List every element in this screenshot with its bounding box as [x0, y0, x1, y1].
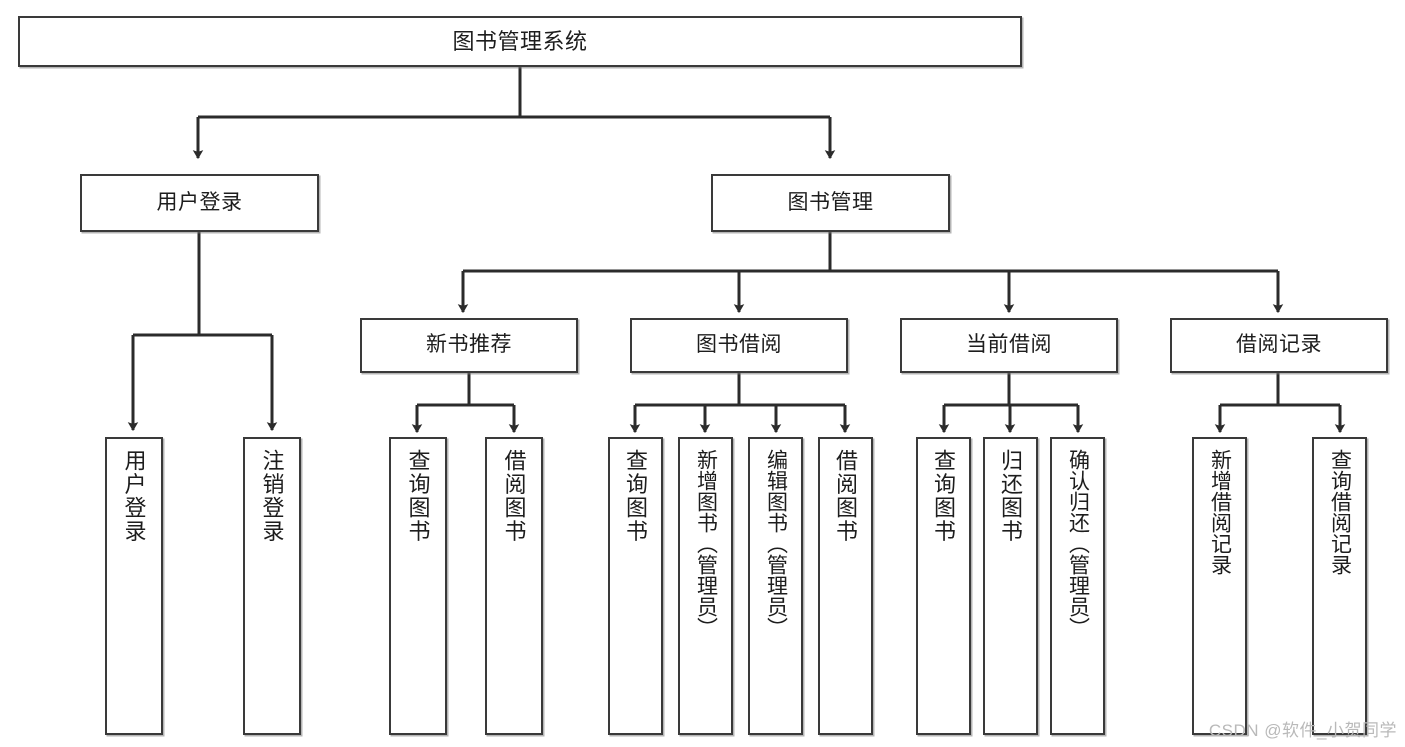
node-new-book-rec-label: 新书推荐: [426, 333, 512, 357]
node-user-login-label: 用户登录: [156, 190, 243, 214]
node-leaf-bb-edit-label: 编辑图书（管理员）: [764, 449, 788, 638]
node-root-label: 图书管理系统: [452, 28, 588, 54]
node-borrow-record-label: 借阅记录: [1236, 333, 1322, 357]
node-current-borrow-label: 当前借阅: [966, 333, 1052, 357]
node-user-login[interactable]: 用户登录: [80, 174, 319, 232]
node-book-borrow-label: 图书借阅: [696, 333, 782, 357]
node-leaf-rec-borrow[interactable]: 借阅图书: [485, 437, 543, 735]
node-leaf-rec-query-label: 查询图书: [405, 449, 431, 543]
node-leaf-cb-return[interactable]: 归还图书: [983, 437, 1038, 735]
node-book-manage[interactable]: 图书管理: [711, 174, 950, 232]
node-leaf-user-logout[interactable]: 注销登录: [243, 437, 301, 735]
node-leaf-user-login[interactable]: 用户登录: [105, 437, 163, 735]
node-book-borrow[interactable]: 图书借阅: [630, 318, 848, 373]
node-leaf-bb-query-label: 查询图书: [623, 449, 649, 543]
node-leaf-bb-add[interactable]: 新增图书（管理员）: [678, 437, 733, 735]
node-leaf-user-logout-label: 注销登录: [259, 449, 285, 543]
node-leaf-bb-query[interactable]: 查询图书: [608, 437, 663, 735]
watermark-text: CSDN @软件_小贺同学: [1208, 721, 1397, 740]
node-leaf-cb-query[interactable]: 查询图书: [916, 437, 971, 735]
node-leaf-br-add-label: 新增借阅记录: [1208, 449, 1232, 575]
node-leaf-rec-query[interactable]: 查询图书: [389, 437, 447, 735]
node-leaf-br-query[interactable]: 查询借阅记录: [1312, 437, 1367, 735]
node-leaf-cb-query-label: 查询图书: [931, 449, 957, 543]
node-leaf-cb-confirm[interactable]: 确认归还（管理员）: [1050, 437, 1105, 735]
node-leaf-bb-edit[interactable]: 编辑图书（管理员）: [748, 437, 803, 735]
node-borrow-record[interactable]: 借阅记录: [1170, 318, 1388, 373]
node-new-book-rec[interactable]: 新书推荐: [360, 318, 578, 373]
node-leaf-bb-borrow[interactable]: 借阅图书: [818, 437, 873, 735]
node-leaf-bb-add-label: 新增图书（管理员）: [694, 449, 718, 638]
node-leaf-cb-return-label: 归还图书: [998, 449, 1024, 543]
node-current-borrow[interactable]: 当前借阅: [900, 318, 1118, 373]
node-root[interactable]: 图书管理系统: [18, 16, 1022, 67]
node-leaf-user-login-label: 用户登录: [121, 449, 147, 543]
node-leaf-rec-borrow-label: 借阅图书: [501, 449, 527, 543]
node-leaf-bb-borrow-label: 借阅图书: [833, 449, 859, 543]
node-leaf-br-add[interactable]: 新增借阅记录: [1192, 437, 1247, 735]
node-leaf-br-query-label: 查询借阅记录: [1328, 449, 1352, 575]
node-leaf-cb-confirm-label: 确认归还（管理员）: [1066, 449, 1090, 638]
node-book-manage-label: 图书管理: [787, 190, 874, 214]
